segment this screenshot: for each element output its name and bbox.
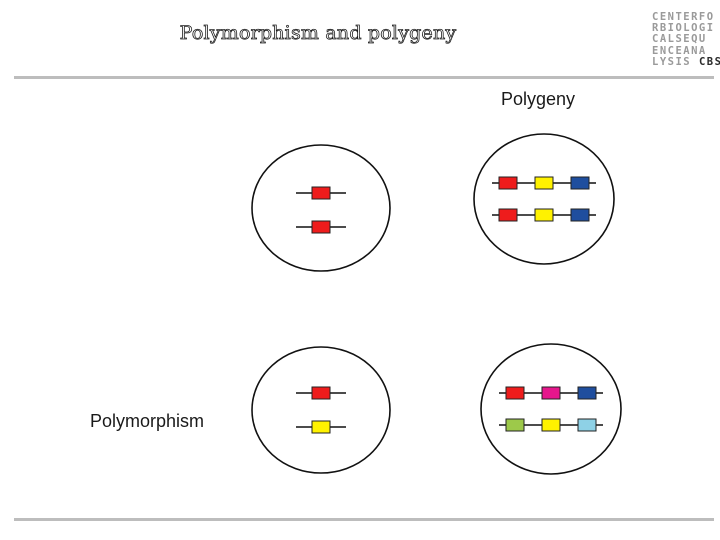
gene-yellow [541,418,561,432]
cbs-logo: CENTERFO RBIOLOGI CALSEQU ENCEANA LYSIS … [652,11,720,68]
gene-green [505,418,525,432]
gene-blue [570,208,590,222]
gene-yellow [534,176,554,190]
gene-red [498,176,518,190]
logo-line-5: LYSIS CBS [652,55,720,68]
gene-yellow [311,420,331,434]
gene-yellow [534,208,554,222]
logo-line-3: CALSEQU [652,33,707,46]
gene-red [505,386,525,400]
slide-title: Polymorphism and polygeny [179,22,457,45]
header-divider [14,76,714,79]
gene-light_blue [577,418,597,432]
gene-blue [577,386,597,400]
gene-red [311,220,331,234]
gene-magenta [541,386,561,400]
gene-blue [570,176,590,190]
logo-line-1: CENTERFO [652,11,715,23]
cell-single-gene-same-alleles-membrane [251,144,391,272]
polygeny-label: Polygeny [501,89,576,109]
logo-line-2: RBIOLOGI [652,22,715,35]
logo-line-4: ENCEANA [652,44,707,57]
gene-red [311,386,331,400]
gene-red [311,186,331,200]
polymorphism-label: Polymorphism [90,411,205,431]
logo-cbs-mark: CBS [698,55,720,68]
cell-polymorphism-membrane [251,346,391,474]
footer-divider [14,518,714,521]
cell-polymorphism-polygeny-membrane [480,343,622,475]
cell-polygeny-membrane [473,133,615,265]
logo-line-5-prefix: LYSIS [652,55,699,68]
gene-red [498,208,518,222]
